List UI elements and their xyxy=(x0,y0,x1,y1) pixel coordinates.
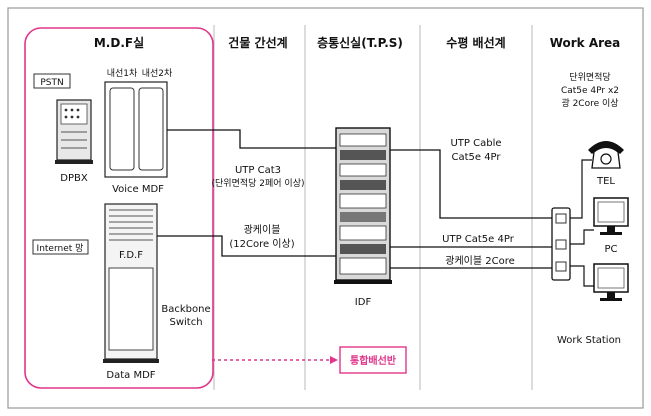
header-horizontal: 수평 배선계 xyxy=(446,35,505,50)
internet-label: Internet 망 xyxy=(37,243,84,254)
mdf-room-boundary xyxy=(24,27,214,389)
fdf-label: F.D.F xyxy=(119,250,143,261)
work-area-spec-2: Cat5e 4Pr x2 xyxy=(561,86,619,96)
pc-label: PC xyxy=(604,244,617,255)
optical-label: 광케이블 xyxy=(244,224,281,236)
tel-label: TEL xyxy=(596,176,615,187)
header-work-area: Work Area xyxy=(550,36,621,50)
workstation-monitor-icon xyxy=(593,263,629,301)
horizontal-utp-cable-tel xyxy=(390,149,552,219)
tel-drop-cable xyxy=(570,159,592,219)
backbone-switch-label-2: Switch xyxy=(169,317,202,328)
integrated-panel-label: 통합배선반 xyxy=(350,354,397,367)
pc-monitor-icon xyxy=(593,197,629,235)
pstn-tag xyxy=(33,73,71,89)
pc-drop-cable xyxy=(570,229,594,245)
dpbx-label: DPBX xyxy=(60,173,88,184)
idf-label: IDF xyxy=(355,297,372,308)
utp-cat5e-label: UTP Cat5e 4Pr xyxy=(442,234,515,245)
utp-cat3-label: UTP Cat3 xyxy=(235,165,281,176)
header-tps: 층통신실(T.P.S) xyxy=(317,35,403,50)
workstation-drop-cable xyxy=(570,265,594,287)
utp-cable-label: UTP Cable xyxy=(450,138,501,149)
optical-2core-label: 광케이블 2Core xyxy=(445,255,515,267)
backbone-switch-label-1: Backbone xyxy=(161,304,210,315)
outer-frame xyxy=(7,7,644,409)
idf-rack xyxy=(334,127,392,284)
voice-mdf-label: Voice MDF xyxy=(112,184,164,195)
utp-cable-spec: Cat5e 4Pr xyxy=(451,152,501,163)
voice-mdf-cabinet xyxy=(104,81,168,178)
wall-outlet-panel xyxy=(551,207,571,281)
header-building-backbone: 건물 간선계 xyxy=(228,35,287,50)
utp-cat3-cable xyxy=(167,129,336,149)
data-mdf-label: Data MDF xyxy=(106,370,155,381)
pstn-label: PSTN xyxy=(40,78,63,88)
dpbx-cabinet xyxy=(55,99,93,164)
line1-label: 내선1차 xyxy=(107,67,138,79)
utp-cat3-spec: (단위면적당 2페어 이상) xyxy=(212,177,305,189)
integrated-panel-box xyxy=(339,346,407,374)
pointer-arrowhead xyxy=(330,356,338,364)
internet-tag xyxy=(32,239,89,255)
work-area-spec-3: 광 2Core 이상 xyxy=(561,97,618,109)
backbone-optical-cable xyxy=(157,235,336,257)
workstation-label: Work Station xyxy=(557,335,621,346)
optical-spec: (12Core 이상) xyxy=(229,238,294,250)
work-area-spec-1: 단위면적당 xyxy=(569,71,610,83)
line2-label: 내선2차 xyxy=(142,67,173,79)
header-mdf: M.D.F실 xyxy=(94,35,144,50)
telephone-icon xyxy=(588,141,624,169)
data-mdf-cabinet xyxy=(103,203,159,363)
